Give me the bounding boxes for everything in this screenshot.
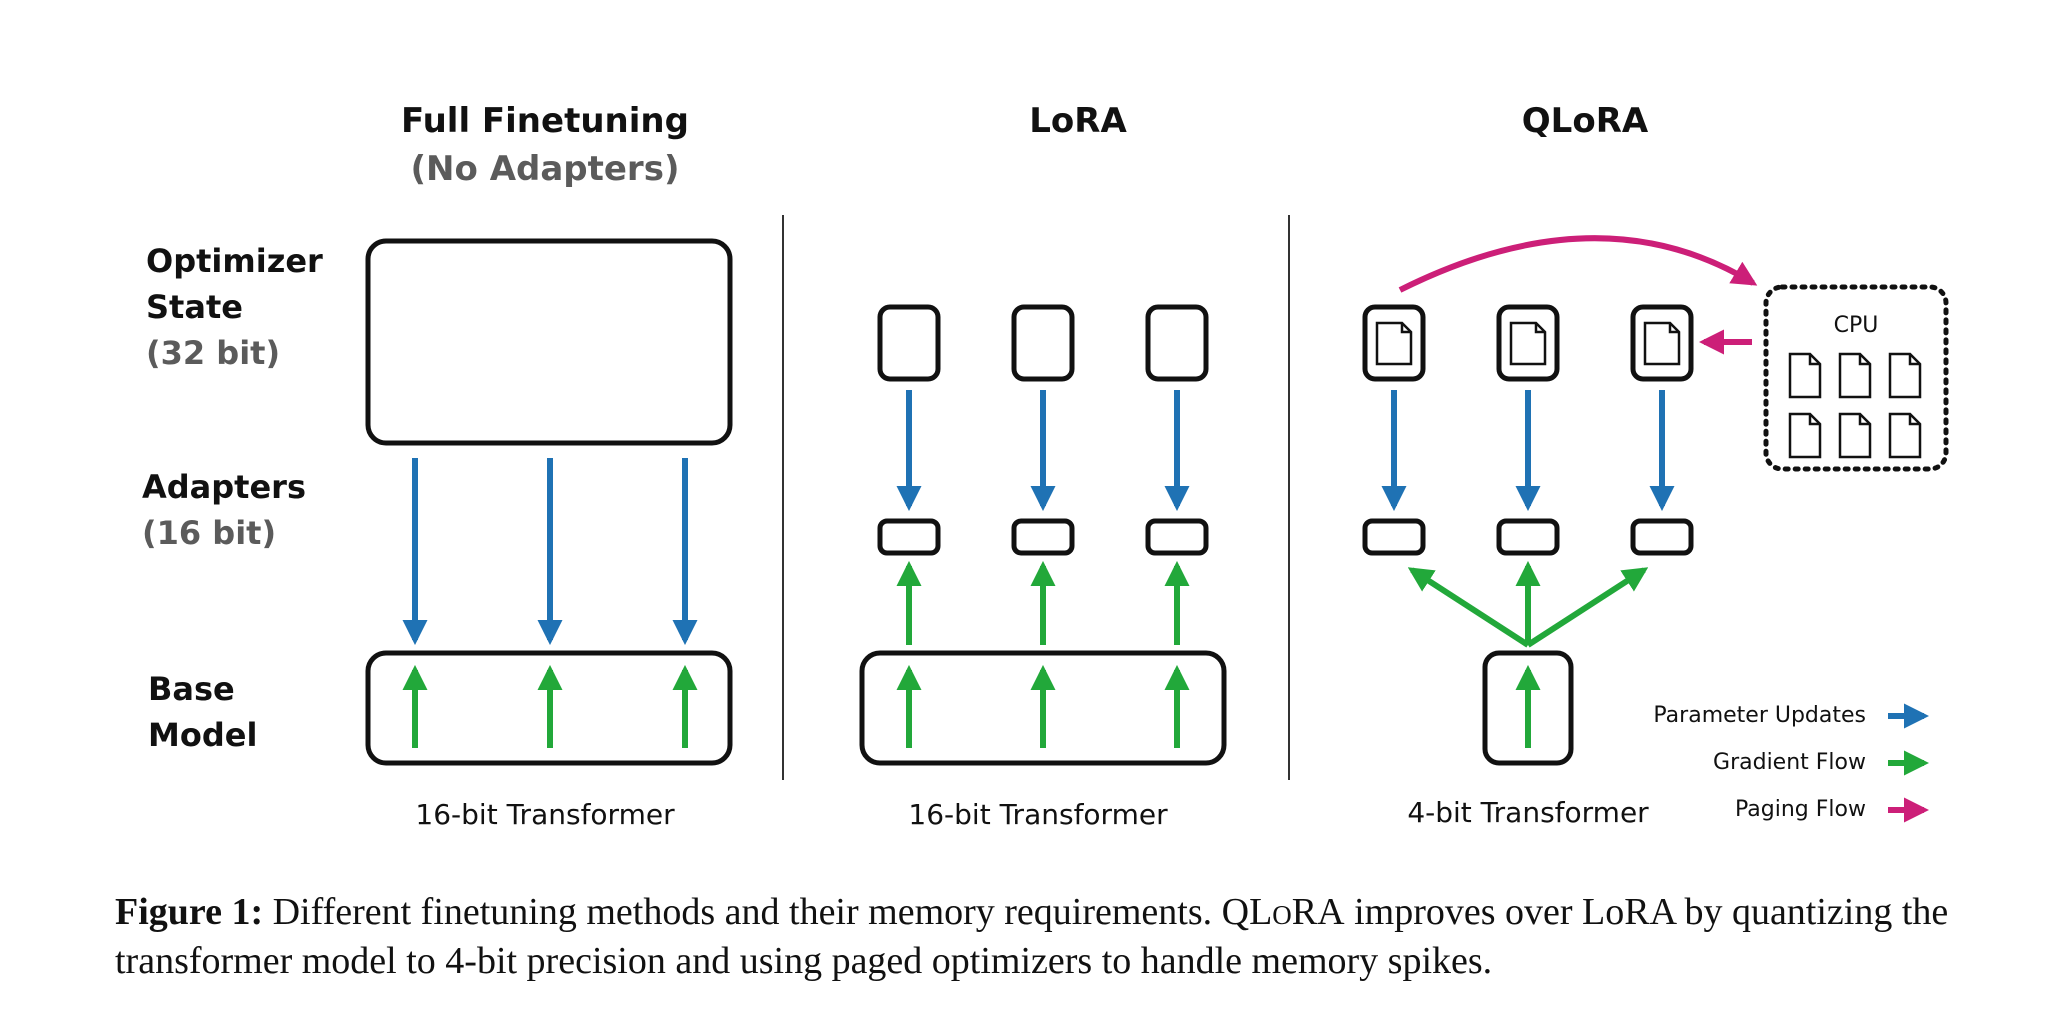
page-icon [1838,412,1872,459]
full-finetuning-subtitle: (No Adapters) [411,149,680,189]
adapter-box [1011,518,1075,556]
full-gradient-arrows [402,664,698,748]
qlora-gradient-arrows [1407,560,1649,648]
legend-item-paging-flow: Paging Flow [1735,797,1930,823]
lora-footer: 16-bit Transformer [908,798,1168,831]
paged-optimizer-box [1630,304,1694,382]
paged-optimizer-box [1496,304,1560,382]
page-icon [1375,321,1413,366]
page-icon [1509,321,1547,366]
page-icon [1888,412,1922,459]
row-label-optimizer-line1: Optimizer [146,242,323,280]
row-label-optimizer-bits: (32 bit) [146,334,280,372]
row-label-optimizer-state: Optimizer State (32 bit) [146,242,323,372]
page-icon [1838,352,1872,399]
legend-item-gradient-flow: Gradient Flow [1713,750,1930,776]
cpu-memory-box: CPU [1763,284,1949,472]
row-label-adapters-line1: Adapters [142,468,306,506]
qlora-optimizer-boxes [1362,304,1694,382]
qlora-adapter-boxes [1362,518,1694,556]
legend-label-parameter-updates: Parameter Updates [1653,703,1866,728]
lora-column: 16-bit Transformer [859,304,1227,831]
caption-text-b: improves over LoRA by quantizing the tra… [115,891,1949,982]
qlora-footer: 4-bit Transformer [1407,796,1649,829]
base-model-box [859,650,1227,766]
full-param-update-arrows [402,458,698,646]
optimizer-state-box [877,304,941,382]
optimizer-state-box [1011,304,1075,382]
cpu-label: CPU [1834,313,1879,338]
paged-optimizer-box [1362,304,1426,382]
caption-label: Figure 1: [115,891,264,933]
adapter-box [1630,518,1694,556]
page-icon [1888,352,1922,399]
adapter-box [1496,518,1560,556]
row-label-adapters-bits: (16 bit) [142,514,276,552]
full-finetuning-footer: 16-bit Transformer [415,798,675,831]
optimizer-state-box [365,238,733,446]
lora-adapter-gradient-arrows [896,560,1190,645]
lora-base-gradient-arrows [896,664,1190,748]
gradient-flow-arrow [1526,567,1649,648]
page-icon [1643,321,1681,366]
legend: Parameter Updates Gradient Flow Paging F… [1653,703,1930,823]
row-label-base-line1: Base [148,670,235,708]
gradient-flow-arrow [1407,567,1530,648]
lora-adapter-boxes [877,518,1209,556]
paging-flow-arrow-to-cpu [1398,235,1758,293]
caption-smallcaps: LoRA [1249,891,1345,933]
cpu-page-icons [1788,352,1922,459]
legend-label-gradient-flow: Gradient Flow [1713,750,1866,775]
page-icon [1788,412,1822,459]
row-label-base-line2: Model [148,716,257,754]
adapter-box [1145,518,1209,556]
full-finetuning-column: 16-bit Transformer [365,238,733,831]
base-model-box [1482,650,1574,766]
optimizer-state-box [1145,304,1209,382]
legend-label-paging-flow: Paging Flow [1735,797,1866,822]
lora-optimizer-boxes [877,304,1209,382]
lora-title: LoRA [1029,101,1127,141]
qlora-column: CPU 4-bit Transform [1362,235,1949,829]
base-model-box [365,650,733,766]
row-label-base-model: Base Model [148,670,257,754]
figure-caption: Figure 1: Different finetuning methods a… [115,888,1975,986]
legend-item-parameter-updates: Parameter Updates [1653,703,1930,729]
full-finetuning-title: Full Finetuning [401,101,689,141]
caption-text-a: Different finetuning methods and their m… [263,891,1250,933]
adapter-box [1362,518,1426,556]
adapter-box [877,518,941,556]
row-label-adapters: Adapters (16 bit) [142,468,306,552]
page-icon [1788,352,1822,399]
row-label-optimizer-line2: State [146,288,243,326]
qlora-param-update-arrows [1381,390,1675,512]
lora-param-update-arrows [896,390,1190,512]
qlora-title: QLoRA [1522,101,1649,141]
